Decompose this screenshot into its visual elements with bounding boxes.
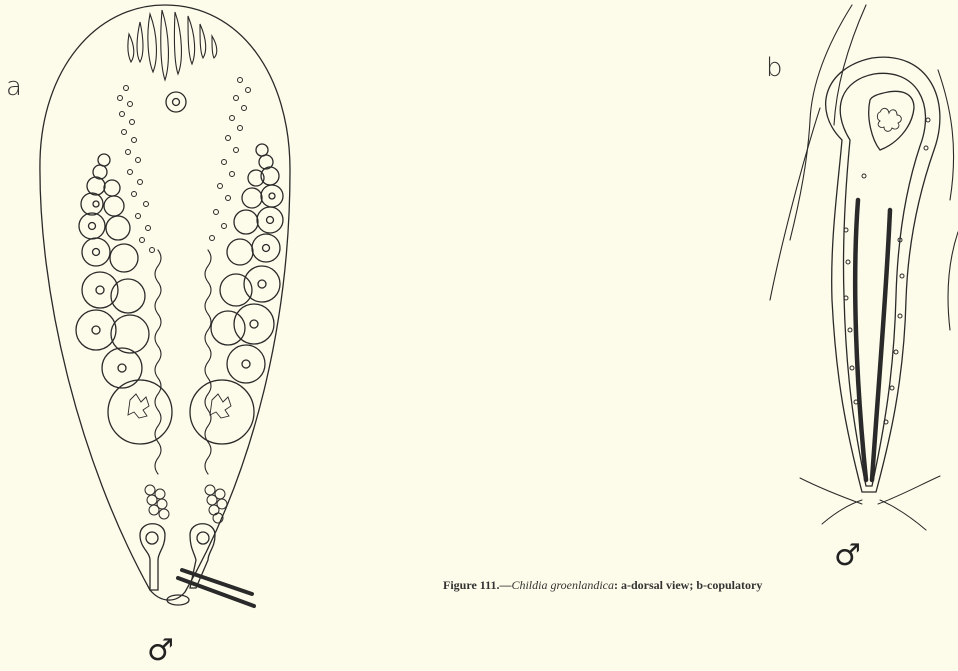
testis-follicles-left bbox=[118, 86, 155, 253]
stylet-pair bbox=[855, 200, 890, 480]
panel-label-b: b bbox=[766, 53, 783, 83]
male-symbol-panel-b: ♂ bbox=[834, 541, 861, 571]
caption-description: : a-dorsal view; b-copulatory bbox=[614, 578, 762, 592]
outer-sheath bbox=[826, 57, 940, 492]
caption-species-name: Childia groenlandica bbox=[511, 578, 614, 592]
seminal-vesicles bbox=[145, 485, 227, 523]
statocyst bbox=[166, 92, 186, 112]
frontal-glands bbox=[128, 10, 217, 80]
caption-figure-number: Figure 111.— bbox=[443, 578, 511, 592]
seminal-vesicle bbox=[869, 91, 914, 150]
sperm-mass bbox=[877, 108, 901, 131]
antrum-tissue-lines bbox=[800, 476, 940, 530]
body-outline bbox=[40, 5, 290, 600]
oocyte-nuclei bbox=[128, 394, 231, 418]
panel-label-a: a bbox=[6, 72, 22, 102]
ovary-right bbox=[190, 144, 283, 444]
figure-caption: Figure 111.—Childia groenlandica: a-dors… bbox=[443, 578, 762, 593]
testis-follicles-right bbox=[210, 78, 251, 241]
male-symbol-panel-a: ♂ bbox=[147, 636, 174, 666]
surrounding-tissue-lines bbox=[770, 5, 958, 330]
